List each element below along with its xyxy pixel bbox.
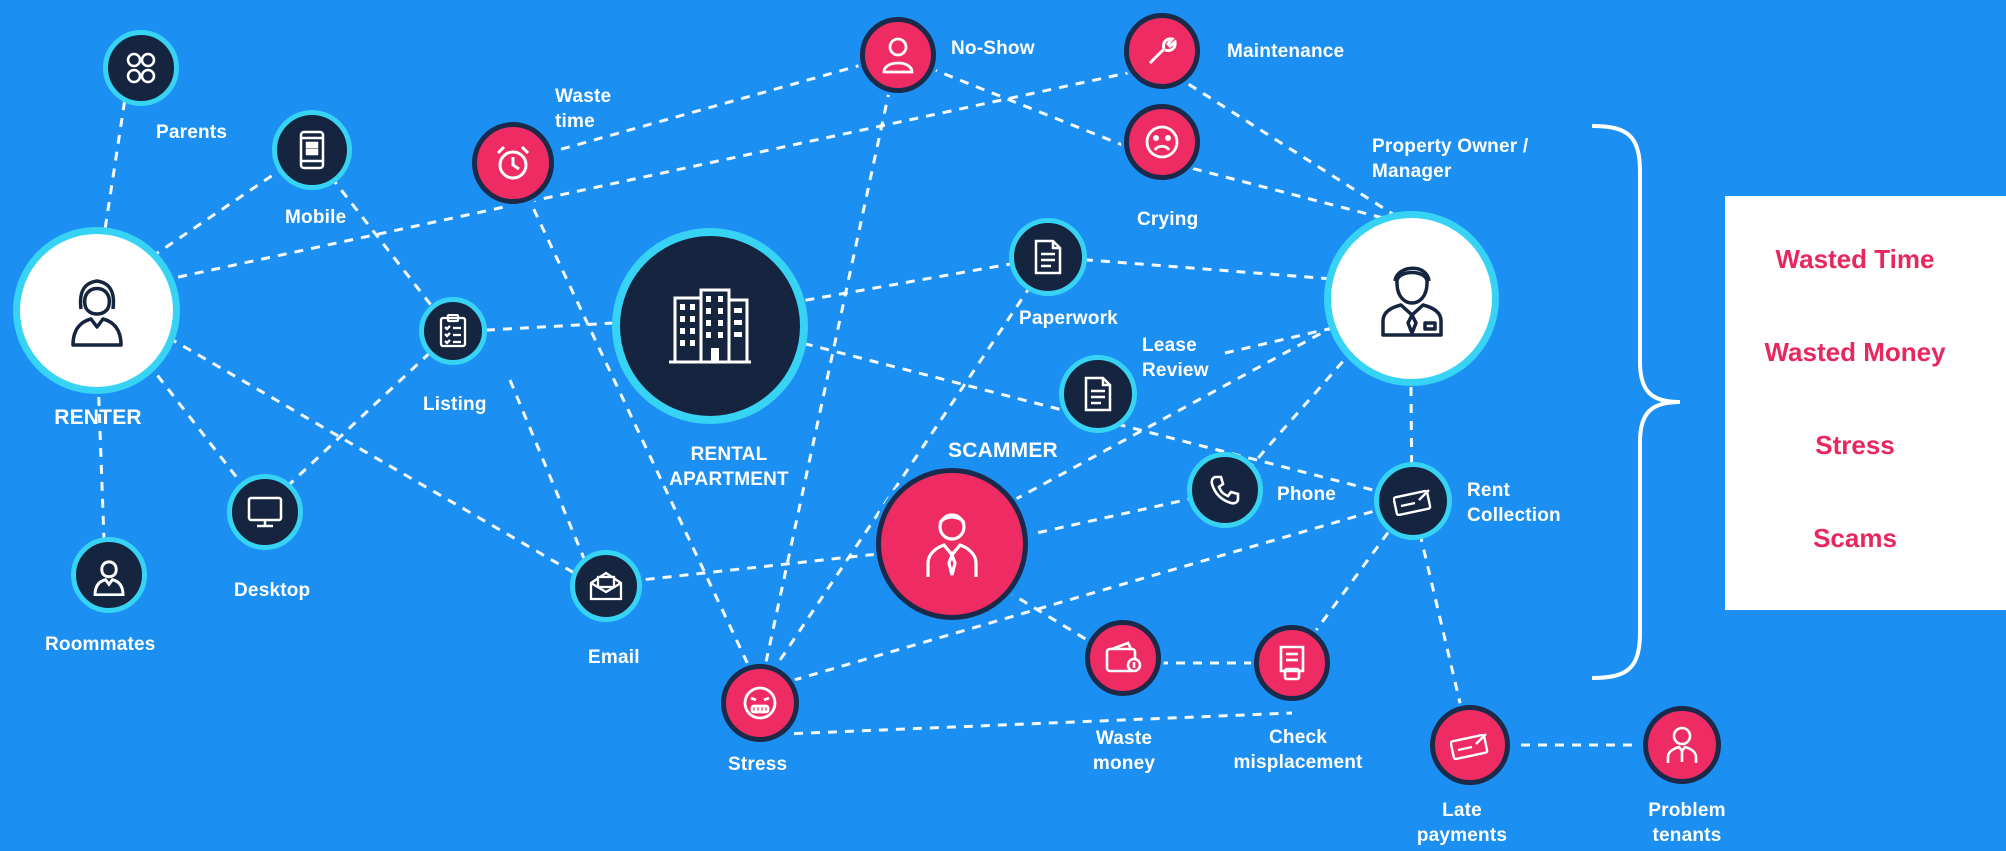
rental-apartment-node[interactable] bbox=[612, 228, 808, 424]
property-owner-node[interactable] bbox=[1324, 211, 1499, 386]
desktop-node[interactable] bbox=[227, 474, 303, 550]
phone-node[interactable] bbox=[1187, 452, 1263, 528]
document-icon bbox=[1033, 239, 1063, 275]
female-user-icon bbox=[90, 554, 128, 596]
document-icon bbox=[1083, 376, 1113, 412]
mobile-label: Mobile bbox=[285, 207, 347, 228]
maintenance-node[interactable] bbox=[1124, 13, 1200, 89]
waste-time-node[interactable] bbox=[472, 122, 554, 204]
waste-money-node[interactable] bbox=[1085, 620, 1161, 696]
alarm-clock-icon bbox=[493, 143, 533, 183]
manager-icon bbox=[1379, 261, 1445, 337]
no-show-node[interactable] bbox=[860, 17, 936, 93]
curly-brace bbox=[1591, 124, 1681, 680]
listing-node[interactable] bbox=[419, 297, 487, 365]
paperwork-label: Paperwork bbox=[1019, 308, 1118, 329]
outcome-scams: Scams bbox=[1813, 523, 1897, 553]
lease-review-node[interactable] bbox=[1059, 355, 1137, 433]
person-icon bbox=[881, 36, 915, 74]
stress-node[interactable] bbox=[721, 664, 799, 742]
cheque-icon bbox=[1450, 730, 1490, 760]
businessman-icon bbox=[922, 509, 982, 579]
problem-tenants-label: Problem tenants bbox=[1648, 800, 1726, 846]
parents-label: Parents bbox=[156, 122, 228, 143]
stressed-face-icon bbox=[742, 685, 778, 721]
listing-label: Listing bbox=[423, 394, 487, 415]
paperwork-node[interactable] bbox=[1009, 218, 1087, 296]
tenant-icon bbox=[1665, 725, 1699, 765]
check-misplacement-label: Check misplacement bbox=[1233, 727, 1363, 773]
phone-label: Phone bbox=[1277, 484, 1337, 505]
cheque-icon bbox=[1393, 486, 1433, 516]
renter-label: RENTER bbox=[54, 406, 142, 429]
waste-time-label: Waste time bbox=[555, 86, 612, 132]
crying-label: Crying bbox=[1137, 209, 1199, 230]
no-show-label: No-Show bbox=[951, 38, 1035, 59]
outcome-wasted-time: Wasted Time bbox=[1775, 244, 1935, 274]
outcomes-panel: Wasted Time Wasted Money Stress Scams bbox=[1725, 196, 2006, 610]
lease-review-label: Lease Review bbox=[1142, 335, 1209, 381]
desktop-monitor-icon bbox=[247, 495, 283, 529]
waste-money-label: Waste money bbox=[1092, 728, 1156, 774]
scammer-node[interactable] bbox=[876, 468, 1028, 620]
outcome-wasted-money: Wasted Money bbox=[1764, 337, 1946, 367]
outcome-stress: Stress bbox=[1815, 430, 1895, 460]
wrench-icon bbox=[1144, 33, 1180, 69]
email-node[interactable] bbox=[570, 550, 642, 622]
crying-node[interactable] bbox=[1124, 104, 1200, 180]
mobile-phone-icon bbox=[298, 130, 326, 170]
wallet-icon bbox=[1104, 641, 1142, 675]
stress-label: Stress bbox=[728, 754, 788, 775]
maintenance-label: Maintenance bbox=[1227, 41, 1345, 62]
female-user-icon bbox=[67, 275, 127, 347]
problem-tenants-node[interactable] bbox=[1643, 706, 1721, 784]
scammer-label: SCAMMER bbox=[948, 439, 1058, 462]
parents-node[interactable] bbox=[103, 30, 179, 106]
phone-handset-icon bbox=[1209, 474, 1241, 506]
sad-face-icon bbox=[1144, 124, 1180, 160]
property-owner-label: Property Owner / Manager bbox=[1372, 136, 1529, 182]
mobile-node[interactable] bbox=[272, 110, 352, 190]
email-label: Email bbox=[588, 647, 640, 668]
late-payments-node[interactable] bbox=[1430, 705, 1510, 785]
desktop-label: Desktop bbox=[234, 580, 311, 601]
receipt-icon bbox=[1277, 645, 1307, 681]
rent-collection-node[interactable] bbox=[1374, 462, 1452, 540]
renter-node[interactable] bbox=[13, 227, 180, 394]
late-payments-label: Late payments bbox=[1416, 800, 1508, 846]
roommates-label: Roommates bbox=[45, 634, 156, 655]
check-misplacement-node[interactable] bbox=[1254, 625, 1330, 701]
clipboard-checklist-icon bbox=[439, 314, 467, 348]
rent-collection-label: Rent Collection bbox=[1467, 480, 1561, 526]
apartment-building-icon bbox=[667, 286, 753, 366]
rental-apartment-label: RENTAL APARTMENT bbox=[669, 444, 789, 490]
group-icon bbox=[121, 48, 161, 88]
envelope-icon bbox=[589, 571, 623, 601]
roommates-node[interactable] bbox=[71, 537, 147, 613]
